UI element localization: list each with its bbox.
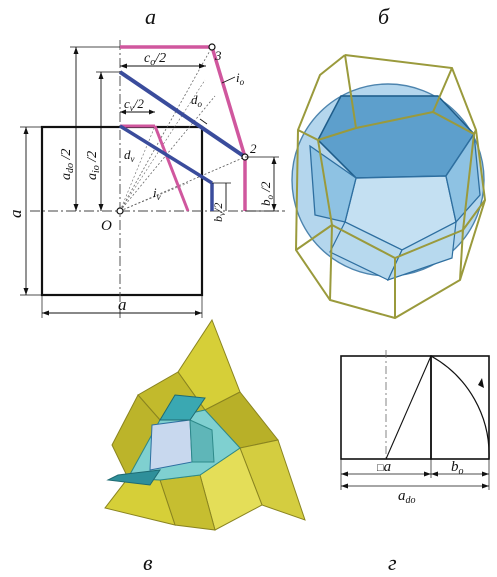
label-dv: dv (124, 147, 135, 164)
ray-iv-short (119, 182, 189, 212)
label-aio-half: aio /2 (85, 151, 102, 180)
d-diagonal (385, 355, 432, 460)
teal-shelf (106, 469, 162, 486)
label-io: io (236, 70, 245, 87)
origin-point (116, 207, 124, 215)
label-origin: O (101, 218, 112, 234)
label-side-a: a (6, 210, 25, 219)
magenta-inner-slant (153, 125, 190, 212)
panel-letter-a: а (145, 4, 156, 29)
panel-letter-b: б (378, 4, 390, 29)
label-ado-half: ado /2 (59, 149, 76, 180)
label-cv-half: cv/2 (124, 96, 144, 113)
point-3 (208, 43, 216, 51)
label-ado-d: ado (398, 488, 416, 506)
d-rectangle (430, 355, 490, 460)
panel-letter-d: г (388, 550, 397, 575)
label-bo-d: bo (451, 459, 464, 477)
ray-to-3 (119, 46, 213, 212)
label-a-box: □a (377, 459, 391, 475)
ray-dv (119, 125, 156, 212)
panel-a-drawing: co/2 cv/2 3 io do dv 2 iv O ado /2 aio /… (6, 40, 285, 318)
navy-short-edge (119, 124, 213, 185)
ray-iv (119, 156, 246, 212)
label-bv-half: bv/2 (211, 203, 227, 222)
label-point-3: 3 (214, 48, 222, 63)
label-do: do (191, 92, 203, 109)
label-co-half: co/2 (144, 51, 166, 68)
label-bottom-a: a (118, 295, 127, 314)
label-iv: iv (153, 185, 161, 202)
inner-blue-face (149, 419, 193, 471)
magenta-slant-edge (210, 46, 247, 158)
panel-d-construction: □a bo ado (340, 350, 490, 506)
panel-letter-c: в (143, 550, 153, 575)
label-point-2: 2 (250, 141, 257, 156)
d-arc (430, 355, 490, 460)
ray-do (119, 95, 216, 212)
label-bo-half: bo /2 (258, 181, 275, 206)
navy-long-edge (118, 70, 247, 159)
lower-right-face (386, 220, 457, 282)
panel-b-polyhedron (291, 54, 487, 320)
panel-c-star (104, 318, 306, 531)
